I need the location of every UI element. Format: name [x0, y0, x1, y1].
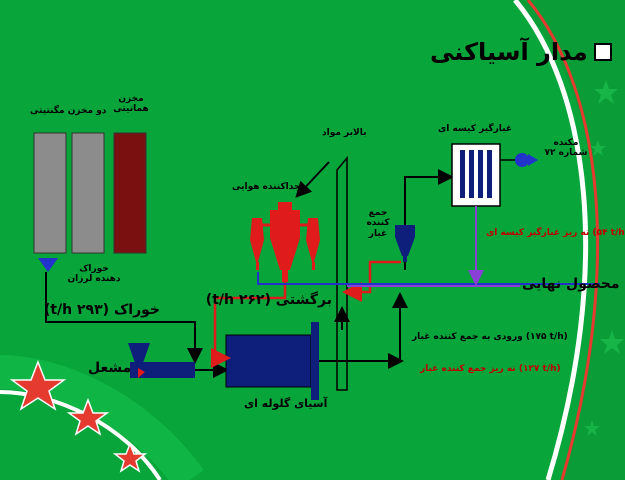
bag-filter [451, 143, 501, 207]
label-dust-collector-underflow: ته ریز جمع کننده غبار (۱۲۷ t/h) [420, 364, 561, 374]
burner-flame-icon [138, 368, 145, 378]
label-dust-collector: جمع کننده غبار [366, 208, 390, 239]
label-fan: مکنده شماره ۷۲ [544, 138, 588, 159]
dust-collector [395, 225, 415, 262]
red-swoosh [526, 0, 600, 480]
label-air-separator: جداکننده هوایی [232, 182, 301, 192]
white-swoosh [513, 0, 589, 480]
page-title: مدار آسیاکنی [430, 38, 612, 66]
feed-line [45, 272, 139, 323]
bottom-arc [0, 355, 204, 480]
magnetite-silo-2 [71, 132, 105, 254]
label-bag-filter: غبارگیر کیسه ای [438, 124, 513, 134]
faint-stars [584, 80, 624, 436]
label-magnetite-silos: دو مخزن مگنتیتی [30, 106, 107, 116]
checkbox-square-icon [593, 43, 612, 61]
hematite-silo [113, 132, 147, 254]
label-burner: مشعل [88, 360, 132, 376]
label-recycle-rate: (۲۶۲ t/h) [205, 292, 271, 308]
label-hematite-silo: مخزن هماتیتی [113, 94, 149, 115]
dust-underflow-line [342, 260, 401, 302]
collector-to-bagfilter-line [404, 169, 454, 225]
label-bucket-elevator: بالابر مواد [322, 128, 367, 138]
vibrating-feeder-icon [38, 258, 58, 272]
label-vibrating-feeder: خوراک دهنده لرزان [67, 264, 121, 285]
label-dust-collector-input: ورودی به جمع کننده غبار (۱۷۵ t/h) [412, 332, 568, 342]
star-icon [9, 359, 148, 473]
ball-mill [225, 334, 312, 388]
feed-conveyor [130, 362, 195, 378]
feed-to-hopper-line [139, 321, 203, 364]
label-feed: خوراک (۲۹۳ t/h) [44, 302, 160, 318]
swoosh-shade [515, 0, 625, 480]
ball-mill-end-plate [311, 322, 319, 400]
label-ball-mill: آسیای گلوله ای [244, 397, 328, 410]
separator-fines-line [257, 272, 600, 285]
hopper [128, 343, 150, 363]
label-feed-rate: (۲۹۳ t/h) [43, 302, 110, 318]
label-final-product: محصول نهایی [522, 276, 620, 292]
magnetite-silo-1 [33, 132, 67, 254]
label-recycle-text: برگشتی [275, 292, 332, 308]
air-separator [250, 202, 320, 282]
label-bagfilter-underflow: ته ریز غبارگیر کیسه ای (۵۴ t/h) [486, 228, 625, 238]
fan-icon [515, 153, 538, 167]
recycle-line [211, 282, 287, 368]
elevator-to-separator-line [295, 161, 330, 198]
label-recycle: برگشتی (۲۶۲ t/h) [196, 292, 332, 308]
bag-filter-bags [460, 150, 492, 198]
label-feed-text: خوراک [113, 302, 160, 318]
title-text: مدار آسیاکنی [430, 38, 588, 66]
